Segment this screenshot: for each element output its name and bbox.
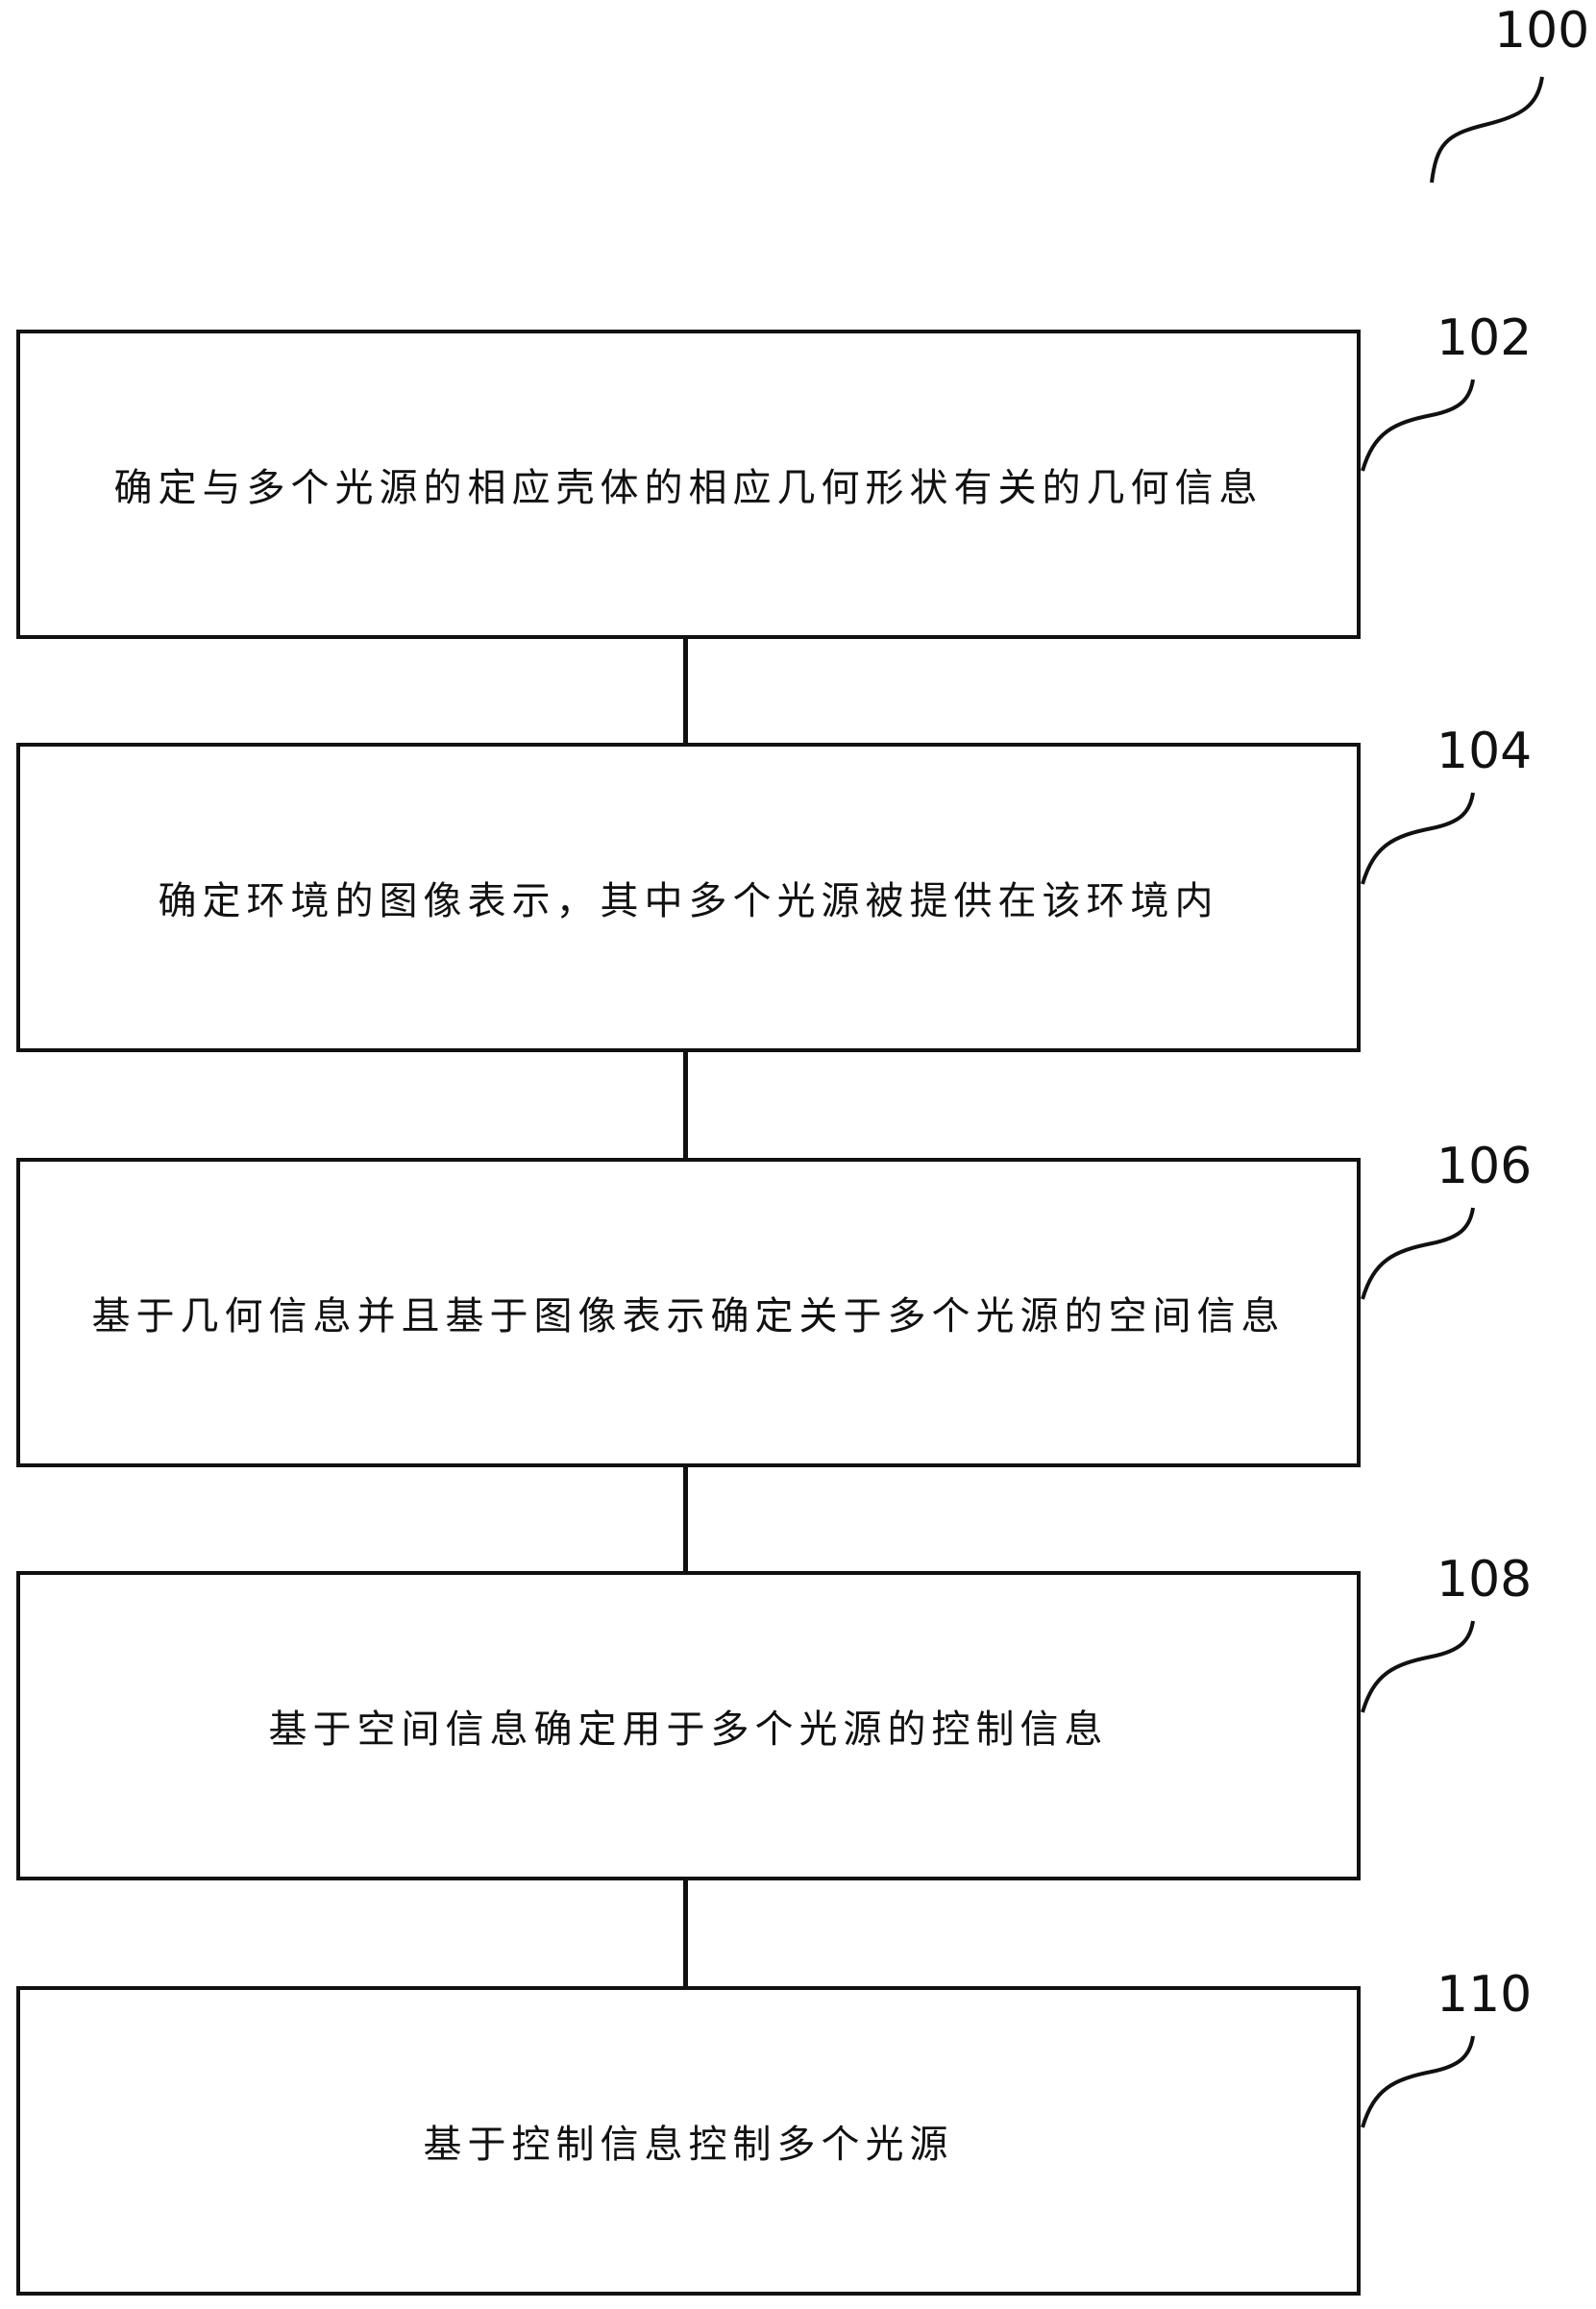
step-connector [683, 1052, 688, 1158]
step-text: 确定与多个光源的相应壳体的相应几何形状有关的几何信息 [113, 466, 1264, 510]
step-box: 基于几何信息并且基于图像表示确定关于多个光源的空间信息 [16, 1158, 1361, 1467]
step-connector [683, 639, 688, 743]
step-ref-leader-104 [1361, 792, 1475, 885]
figure-ref-leader [1430, 76, 1544, 184]
step-box: 基于空间信息确定用于多个光源的控制信息 [16, 1571, 1361, 1880]
figure-ref-label: 100 [1494, 2, 1590, 60]
step-connector [683, 1880, 688, 1986]
step-ref-label: 110 [1436, 1966, 1533, 2024]
step-box: 确定与多个光源的相应壳体的相应几何形状有关的几何信息 [16, 330, 1361, 639]
step-ref-leader-106 [1361, 1207, 1475, 1300]
step-text: 基于几何信息并且基于图像表示确定关于多个光源的空间信息 [91, 1294, 1286, 1339]
step-ref-label: 102 [1436, 309, 1533, 367]
step-text: 确定环境的图像表示，其中多个光源被提供在该环境内 [158, 879, 1219, 923]
step-ref-label: 106 [1436, 1138, 1533, 1195]
step-connector [683, 1467, 688, 1571]
step-ref-label: 108 [1436, 1551, 1533, 1609]
step-ref-leader-108 [1361, 1620, 1475, 1713]
step-text: 基于控制信息控制多个光源 [423, 2123, 954, 2167]
step-ref-leader-110 [1361, 2035, 1475, 2128]
step-box: 基于控制信息控制多个光源 [16, 1986, 1361, 2296]
step-ref-label: 104 [1436, 723, 1533, 780]
step-ref-leader-102 [1361, 379, 1475, 472]
step-text: 基于空间信息确定用于多个光源的控制信息 [268, 1707, 1109, 1752]
step-box: 确定环境的图像表示，其中多个光源被提供在该环境内 [16, 743, 1361, 1052]
